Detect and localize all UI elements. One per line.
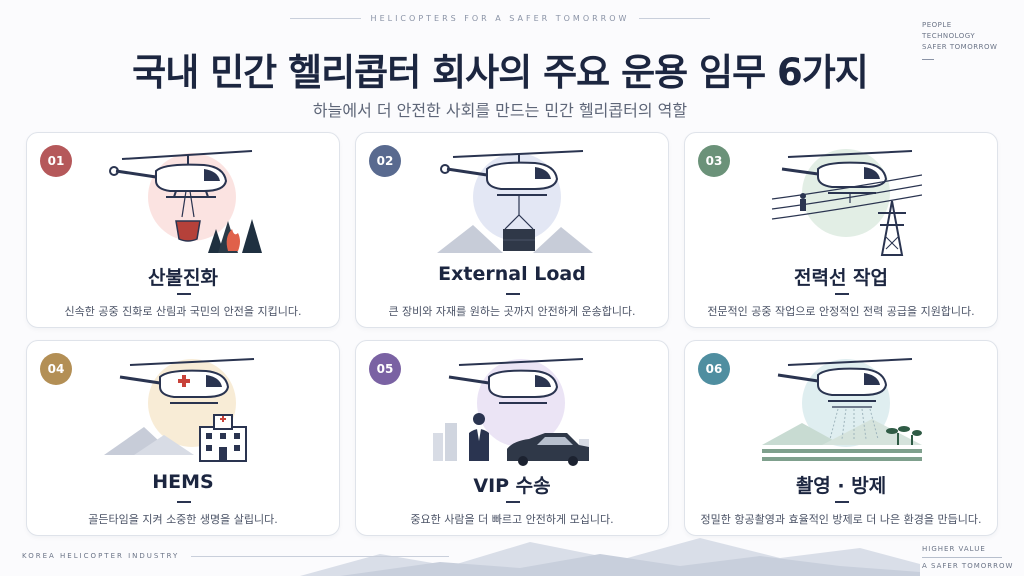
top-tagline: HELICOPTERS FOR A SAFER TOMORROW	[290, 14, 710, 23]
footer-right-line1: HIGHER VALUE	[922, 545, 986, 553]
card-number-badge: 04	[40, 353, 72, 385]
card-description: 골든타임을 지켜 소중한 생명을 살립니다.	[88, 513, 278, 526]
card-title: HEMS	[152, 471, 214, 493]
card-title-underline	[177, 293, 191, 295]
tagline-rule-left	[290, 18, 361, 19]
footer-left-text: KOREA HELICOPTER INDUSTRY	[22, 552, 180, 560]
card-title: VIP 수송	[473, 475, 551, 497]
corner-keyword-people: PEOPLE	[922, 21, 952, 29]
footer-right-rule	[922, 557, 1002, 558]
mission-card-wildfire: 01 산불진화 신속한 공중 진화로 산림과 국민의 안전을 지킵니다.	[26, 132, 340, 328]
footer-mountains-illustration	[300, 538, 920, 576]
card-number-badge: 06	[698, 353, 730, 385]
tagline-text: HELICOPTERS FOR A SAFER TOMORROW	[370, 14, 630, 23]
footer-left: KOREA HELICOPTER INDUSTRY	[22, 552, 450, 560]
card-title: 전력선 작업	[793, 267, 888, 289]
corner-keyword-technology: TECHNOLOGY	[922, 32, 976, 40]
card-description: 신속한 공중 진화로 산림과 국민의 안전을 지킵니다.	[64, 305, 302, 318]
card-description: 전문적인 공중 작업으로 안정적인 전력 공급을 지원합니다.	[707, 305, 975, 318]
medical-helicopter-hospital-icon	[104, 358, 255, 462]
mission-card-hems: 04 HEMS 골든타임을 지켜 소중한 생명을 살립니다.	[26, 340, 340, 536]
footer-right: HIGHER VALUE A SAFER TOMORROW	[922, 544, 1013, 571]
helicopter-crop-spray-icon	[762, 358, 922, 461]
card-number-badge: 01	[40, 145, 72, 177]
mission-card-external-load: 02 External Load 큰 장비와 자재를 원하는 곳까지 안전하게 …	[355, 132, 669, 328]
corner-dash	[922, 59, 934, 60]
helicopter-water-bucket-icon	[109, 150, 262, 253]
card-title: 산불진화	[148, 267, 218, 289]
footer-right-line2: A SAFER TOMORROW	[922, 562, 1014, 570]
corner-keywords: PEOPLE TECHNOLOGY SAFER TOMORROW	[922, 20, 997, 60]
page-subtitle: 하늘에서 더 안전한 사회를 만드는 민간 헬리콥터의 역할	[312, 101, 688, 120]
card-title-underline	[835, 501, 849, 503]
card-number-badge: 05	[369, 353, 401, 385]
helicopter-powerline-icon	[771, 149, 922, 256]
card-description: 중요한 사람을 더 빠르고 안전하게 모십니다.	[410, 513, 614, 526]
corner-keyword-safer: SAFER TOMORROW	[922, 43, 998, 51]
card-title: External Load	[438, 263, 586, 285]
card-number-badge: 02	[369, 145, 401, 177]
card-title-underline	[506, 501, 520, 503]
footer-rule	[191, 555, 450, 557]
mission-card-powerline: 03 전력선 작업 전문적인 공중 작업으로 안정적인 전력 공급을 지원합니다…	[684, 132, 998, 328]
mission-card-filming-spraying: 06 촬영 · 방제 정밀한 항공촬영과 효율적인 방제로 더 나은 환경을 만…	[684, 340, 998, 536]
card-title-underline	[177, 501, 191, 503]
helicopter-cargo-sling-icon	[437, 150, 593, 253]
card-title-underline	[835, 293, 849, 295]
card-title: 촬영 · 방제	[795, 475, 887, 497]
card-number-badge: 03	[698, 145, 730, 177]
page-title: 국내 민간 헬리콥터 회사의 주요 운용 임무 6가지	[132, 51, 869, 94]
mission-card-vip: 05 VIP 수송 중요한 사람을 더 빠르고 안전하게 모십니다.	[355, 340, 669, 536]
tagline-rule-right	[639, 18, 710, 19]
card-title-underline	[506, 293, 520, 295]
helicopter-vip-car-icon	[433, 358, 589, 466]
card-description: 큰 장비와 자재를 원하는 곳까지 안전하게 운송합니다.	[388, 305, 636, 318]
card-description: 정밀한 항공촬영과 효율적인 방제로 더 나은 환경을 만듭니다.	[700, 513, 982, 526]
